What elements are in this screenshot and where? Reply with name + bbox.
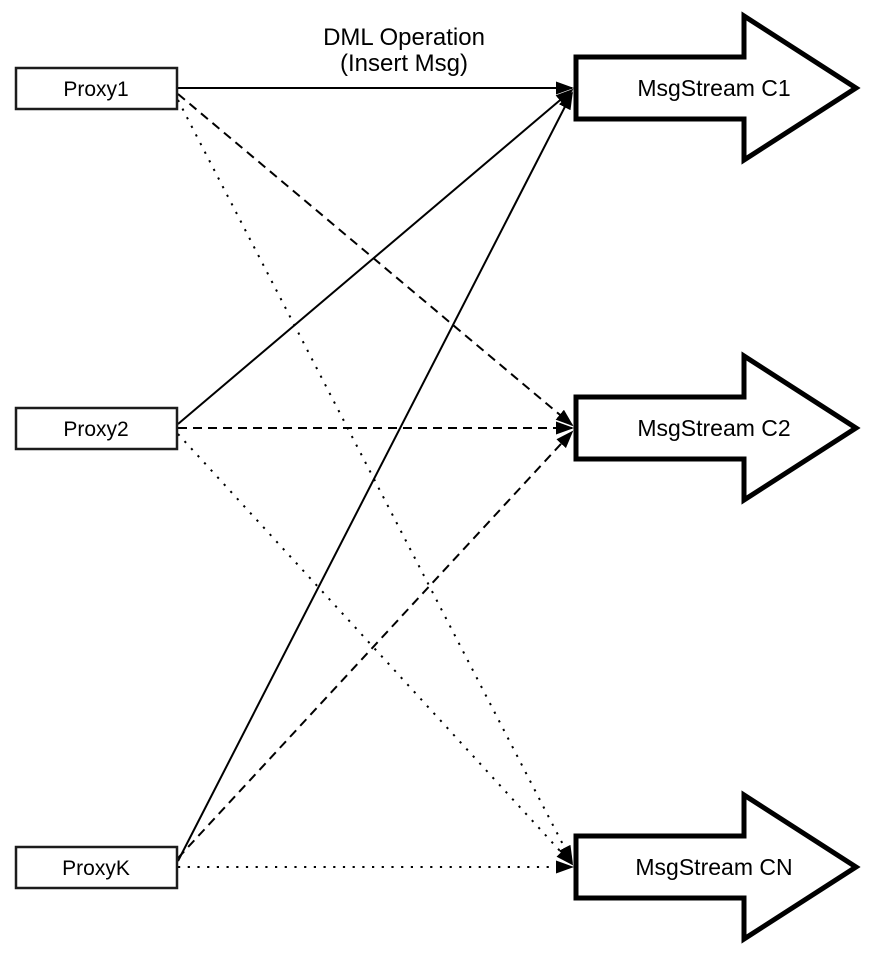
- connection-proxy2-cn: [177, 433, 574, 866]
- connection-proxy1-cn: [177, 99, 573, 864]
- msgstream-c2-label: MsgStream C2: [637, 415, 790, 441]
- proxy1-box: [14, 66, 179, 111]
- proxy2-box: [14, 406, 179, 451]
- node-proxyk: ProxyK: [14, 845, 179, 890]
- proxy2-label: Proxy2: [63, 418, 128, 441]
- connection-proxy2-c1: [177, 88, 574, 425]
- node-msgstream-c2: MsgStream C2: [573, 351, 861, 505]
- proxyk-label: ProxyK: [62, 857, 130, 880]
- msgstream-c1-arrow-shape: [573, 11, 861, 165]
- msgstream-cn-label: MsgStream CN: [635, 854, 792, 880]
- connection-proxy1-c2: [177, 93, 574, 427]
- connections: [177, 81, 574, 874]
- msgstream-cn-arrow-shape: [573, 790, 861, 944]
- connection-proxyk-c1: [177, 91, 573, 862]
- diagram-title-line2: (Insert Msg): [340, 50, 468, 77]
- msgstream-c1-label: MsgStream C1: [637, 75, 790, 101]
- proxy1-label: Proxy1: [63, 78, 128, 101]
- connection-proxyk-c2: [177, 430, 574, 859]
- node-proxy1: Proxy1: [14, 66, 179, 111]
- diagram-title-line1: DML Operation: [323, 24, 485, 51]
- node-msgstream-c1: MsgStream C1: [573, 11, 861, 165]
- msgstream-c2-arrow-shape: [573, 351, 861, 505]
- proxyk-box: [14, 845, 179, 890]
- node-msgstream-cn: MsgStream CN: [573, 790, 861, 944]
- node-proxy2: Proxy2: [14, 406, 179, 451]
